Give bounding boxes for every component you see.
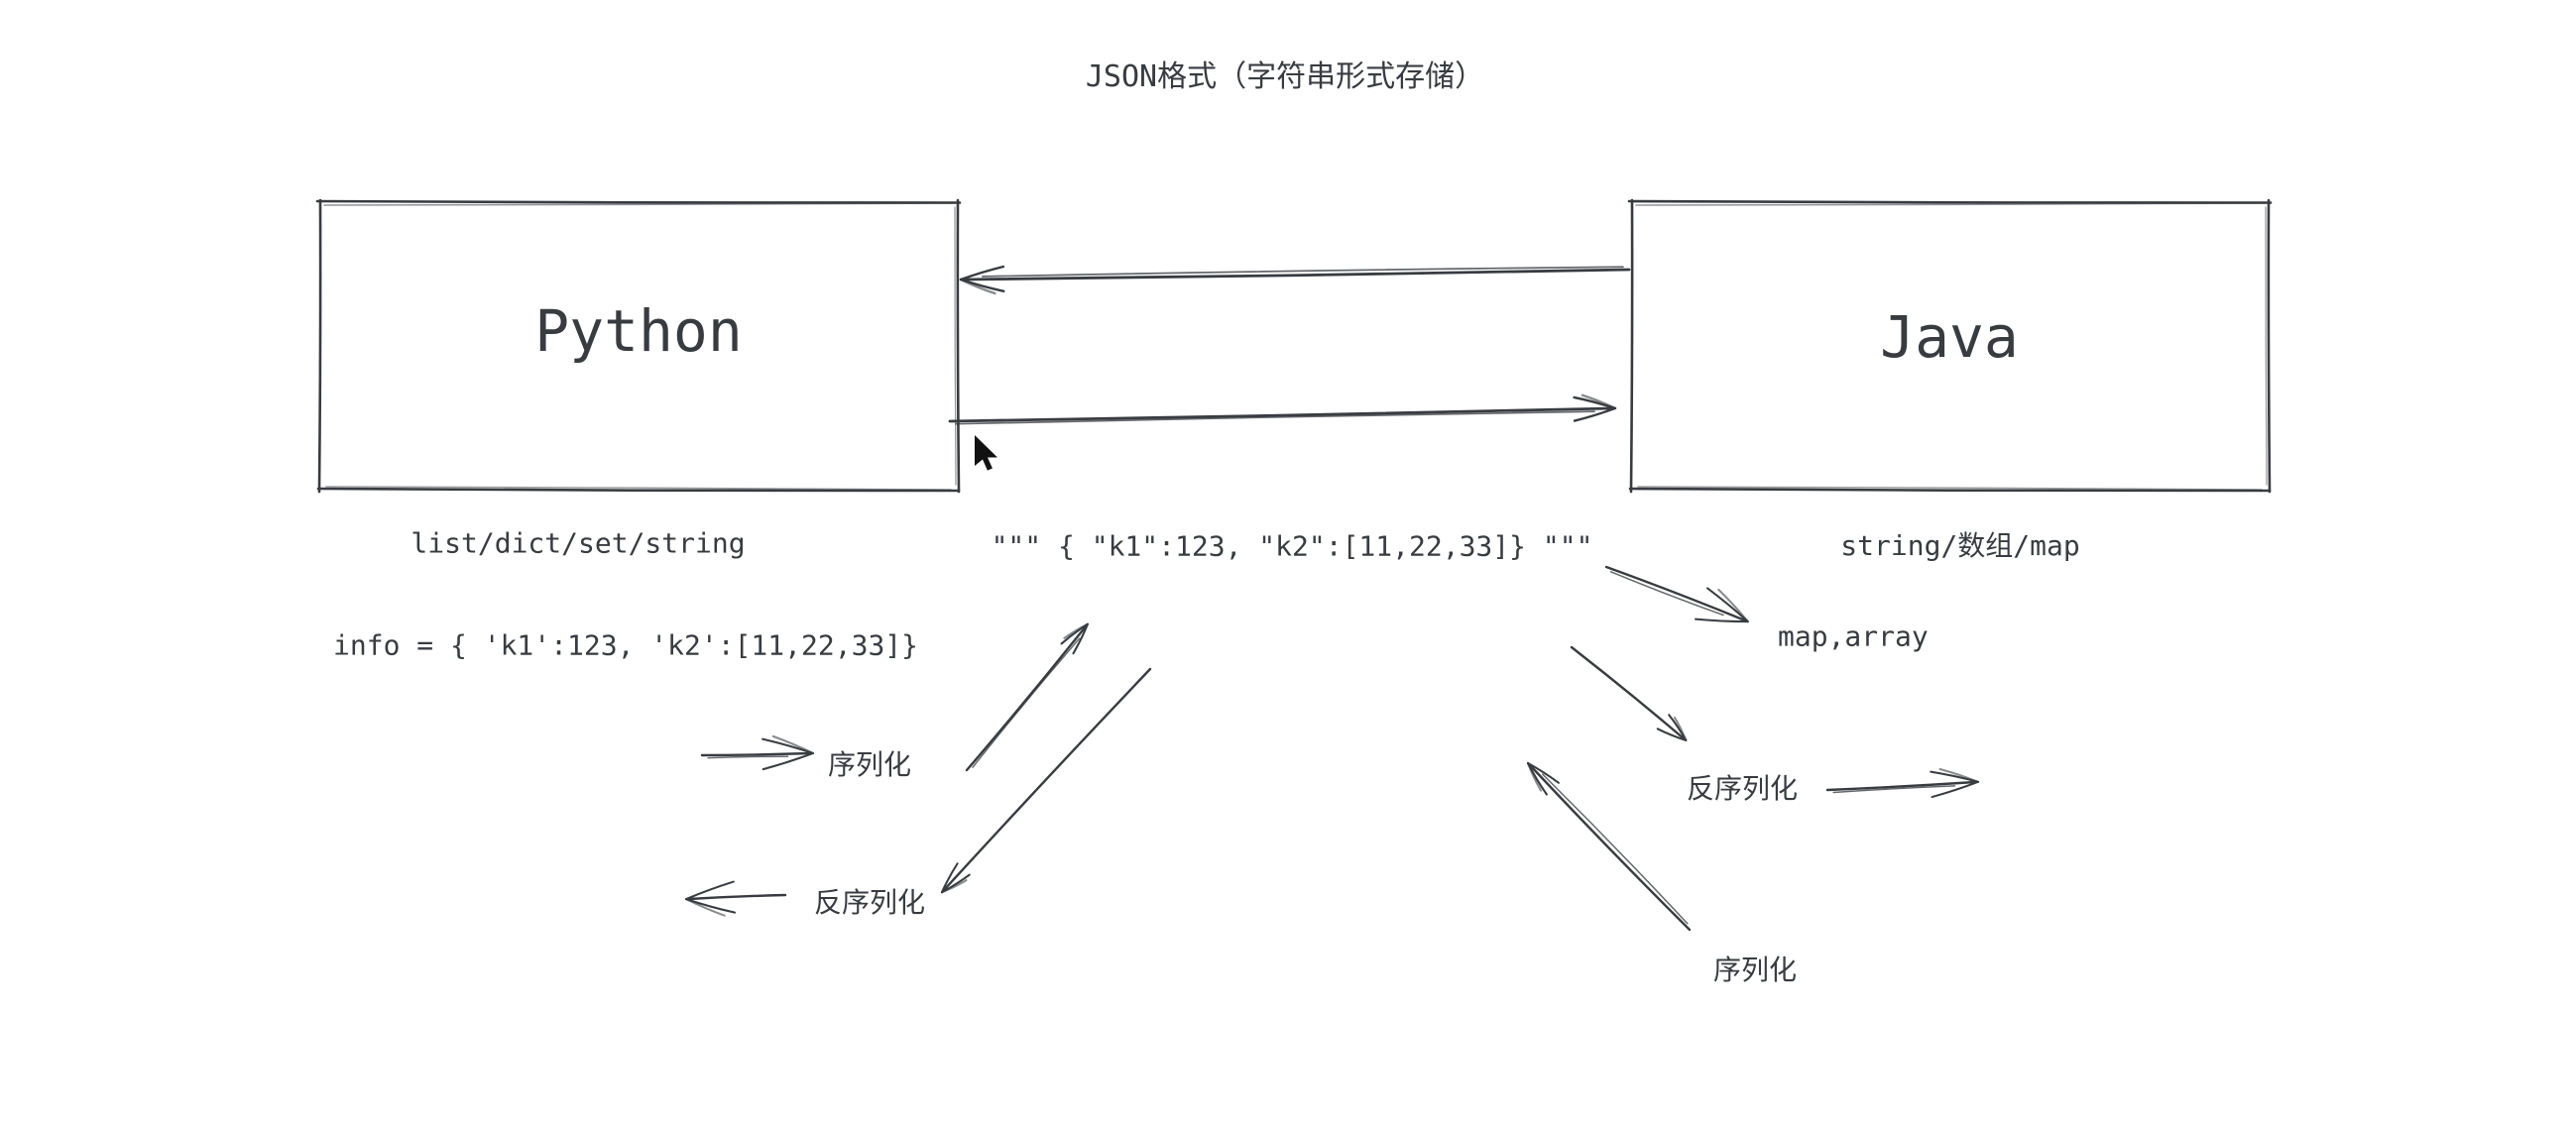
arrow-python-data-to-json[interactable] bbox=[965, 622, 1089, 772]
arrow-java-deserialize-arrow[interactable] bbox=[1825, 767, 1980, 799]
java-parsed-types-label[interactable]: map,array bbox=[1778, 619, 1929, 653]
node-python-label[interactable]: Python bbox=[534, 297, 743, 365]
python-code-example[interactable]: info = { 'k1':123, 'k2':[11,22,33]} bbox=[333, 628, 919, 662]
arrow-java-serialize-arrow[interactable] bbox=[1526, 761, 1692, 932]
java-data-types-label[interactable]: string/数组/map bbox=[1840, 529, 2080, 562]
arrow-json-to-java-deserialize[interactable] bbox=[1570, 645, 1688, 741]
arrow-java-to-python[interactable] bbox=[959, 265, 1631, 295]
node-java-label[interactable]: Java bbox=[1880, 303, 2019, 371]
java-serialize-label[interactable]: 序列化 bbox=[1712, 954, 1798, 986]
java-deserialize-label[interactable]: 反序列化 bbox=[1686, 772, 1799, 805]
arrow-json-to-python-data[interactable] bbox=[940, 667, 1152, 894]
arrow-python-deserialize-arrow[interactable] bbox=[684, 880, 787, 917]
arrow-json-to-java-types[interactable] bbox=[1604, 565, 1749, 623]
arrow-python-serialize-arrow[interactable] bbox=[700, 734, 815, 771]
python-serialize-label[interactable]: 序列化 bbox=[827, 748, 912, 781]
json-string-label[interactable]: """ { "k1":123, "k2":[11,22,33]} """ bbox=[991, 529, 1593, 563]
python-data-types-label[interactable]: list/dict/set/string bbox=[410, 526, 746, 560]
arrow-python-to-java[interactable] bbox=[948, 393, 1617, 425]
node-python-box[interactable] bbox=[315, 198, 962, 494]
diagram-title[interactable]: JSON格式（字符串形式存储） bbox=[1085, 59, 1485, 94]
node-java-box[interactable] bbox=[1627, 198, 2273, 494]
python-deserialize-label[interactable]: 反序列化 bbox=[813, 886, 926, 919]
